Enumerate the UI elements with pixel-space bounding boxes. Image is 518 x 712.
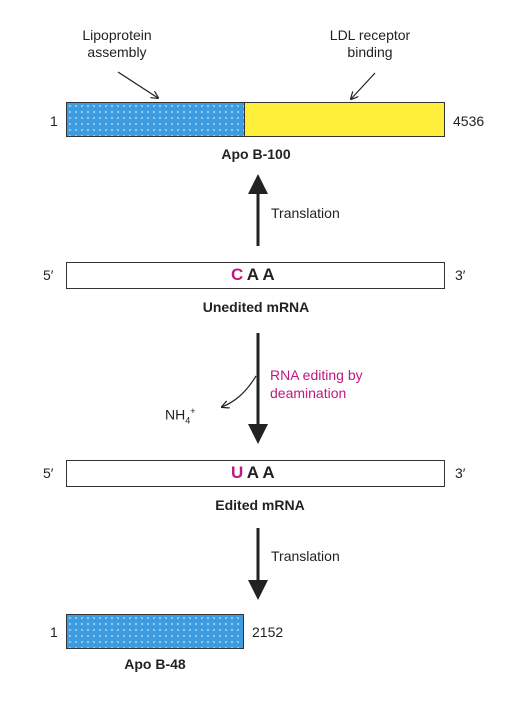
edited-mrna-name: Edited mRNA	[215, 497, 305, 513]
unedited-codon-aa: A A	[246, 265, 275, 284]
unedited-five-prime-label: 5′	[43, 267, 54, 283]
apo-b48-name: Apo B-48	[124, 656, 186, 672]
translation-top-label: Translation	[271, 205, 340, 221]
edited-codon-aa: A A	[246, 463, 275, 482]
editing-down-arrowhead	[248, 424, 268, 444]
ldl-pointer-arrow	[351, 72, 376, 99]
nh4-release-arrow	[222, 375, 257, 407]
apo-b48-end-label: 2152	[252, 624, 284, 640]
apo-b48-start-label: 1	[50, 624, 58, 640]
edited-three-prime-label: 3′	[455, 465, 466, 481]
unedited-mrna-name: Unedited mRNA	[202, 299, 310, 315]
rna-editing-label: RNA editing by deamination	[270, 367, 363, 401]
apo-b100-ldl-domain	[244, 102, 445, 137]
lipoprotein-assembly-label: Lipoprotein assembly	[82, 27, 152, 60]
unedited-three-prime-label: 3′	[455, 267, 466, 283]
translation-bottom-label: Translation	[271, 548, 340, 564]
lipoprotein-pointer-arrow	[117, 71, 158, 98]
apo-b48-bar	[66, 614, 244, 649]
unedited-mrna-strand	[66, 262, 445, 289]
apo-b100-name: Apo B-100	[221, 146, 291, 162]
translation-down-arrowhead	[248, 580, 268, 600]
edited-five-prime-label: 5′	[43, 465, 54, 481]
edited-codon: U A A	[231, 463, 275, 483]
nh4-byproduct-label: NH4+	[165, 406, 196, 426]
edited-codon-u: U	[231, 463, 244, 482]
edited-mrna-strand	[66, 460, 445, 487]
apo-b100-lipoprotein-domain	[66, 102, 246, 137]
unedited-codon: C A A	[231, 265, 275, 285]
unedited-codon-c: C	[231, 265, 244, 284]
apo-b100-start-label: 1	[50, 113, 58, 129]
apo-b100-end-label: 4536	[453, 113, 485, 129]
ldl-receptor-binding-label: LDL receptor binding	[329, 27, 411, 60]
translation-up-arrowhead	[248, 174, 268, 194]
